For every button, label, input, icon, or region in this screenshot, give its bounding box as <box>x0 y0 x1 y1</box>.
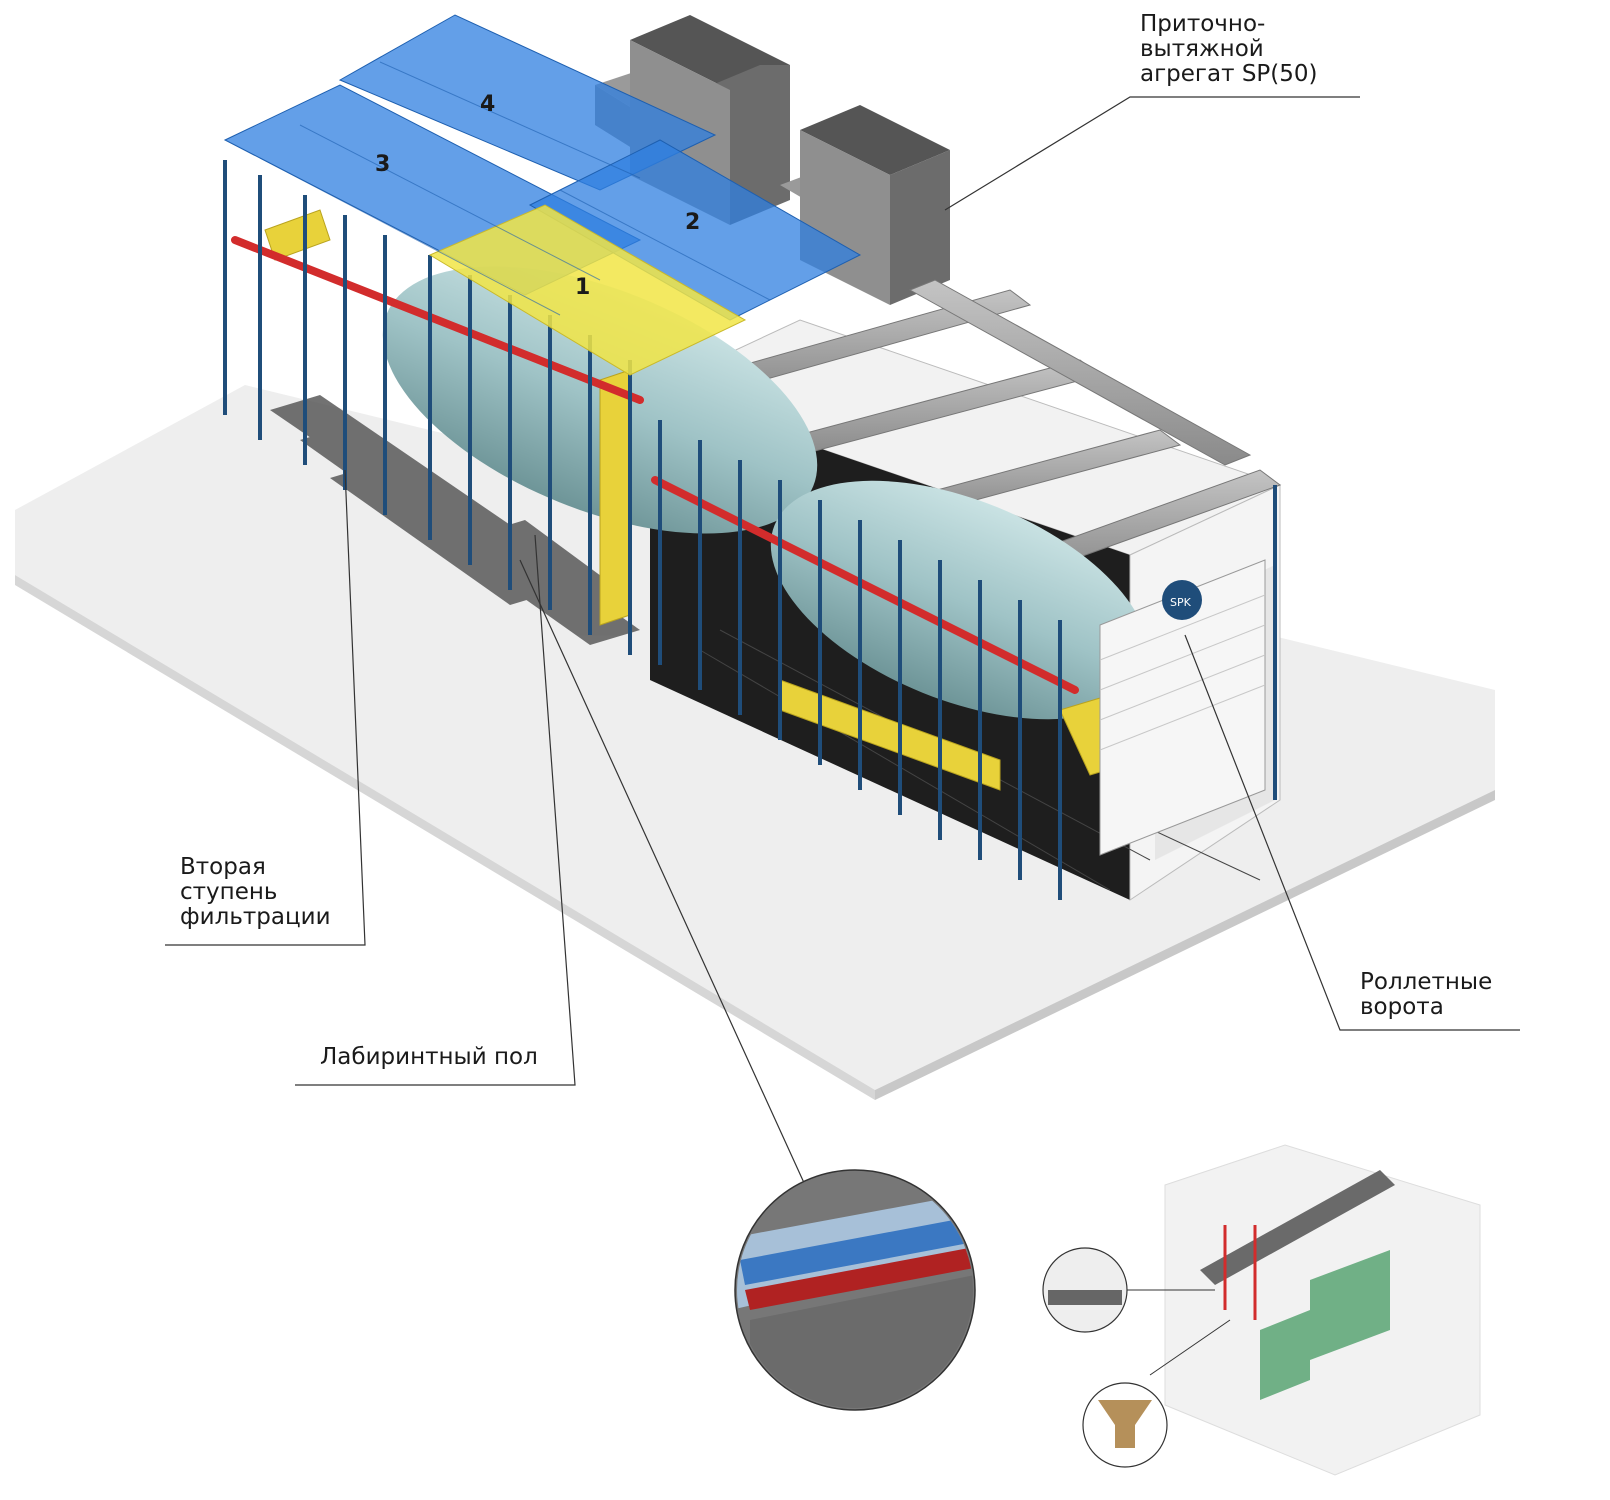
spk-logo-text: SPK <box>1170 596 1192 609</box>
labyrinth-floor-label: Лабиринтный пол <box>320 1044 538 1070</box>
roller-gates-label: Роллетные ворота <box>1360 970 1492 1020</box>
zone-label-3: 3 <box>375 152 391 177</box>
filtration-line-2: ступень <box>180 879 278 905</box>
leader-lines <box>165 96 1520 1186</box>
supply-exhaust-line-3: агрегат SP(50) <box>1140 61 1318 87</box>
supply-exhaust-label: Приточно- вытяжной агрегат SP(50) <box>1140 12 1318 87</box>
zone-4-panel <box>338 14 717 191</box>
zone-label-2: 2 <box>685 210 701 235</box>
filter-module-inset <box>1042 1144 1481 1476</box>
roof-ducts <box>688 279 1282 576</box>
zone-label-4: 4 <box>480 92 496 117</box>
frame-columns <box>223 160 1277 900</box>
roof-zones <box>223 14 862 376</box>
filtration-line-3: фильтрации <box>180 904 331 930</box>
roller-gates-line-1: Роллетные <box>1360 969 1493 995</box>
supply-exhaust-line-1: Приточно- <box>1140 11 1266 37</box>
supply-exhaust-line-2: вытяжной <box>1140 36 1264 62</box>
roller-gate: SPK <box>1099 559 1266 856</box>
crane-rail <box>231 236 1079 694</box>
zone-1-panel <box>428 204 747 376</box>
zone-label-1: 1 <box>575 275 591 300</box>
second-stage-filtration-label: Вторая ступень фильтрации <box>180 855 331 930</box>
labyrinth-detail-circle <box>734 1169 976 1411</box>
roller-gates-line-2: ворота <box>1360 994 1444 1020</box>
filtration-line-1: Вторая <box>180 854 266 880</box>
floor-slab <box>15 385 1495 1100</box>
spk-logo <box>1162 580 1202 620</box>
